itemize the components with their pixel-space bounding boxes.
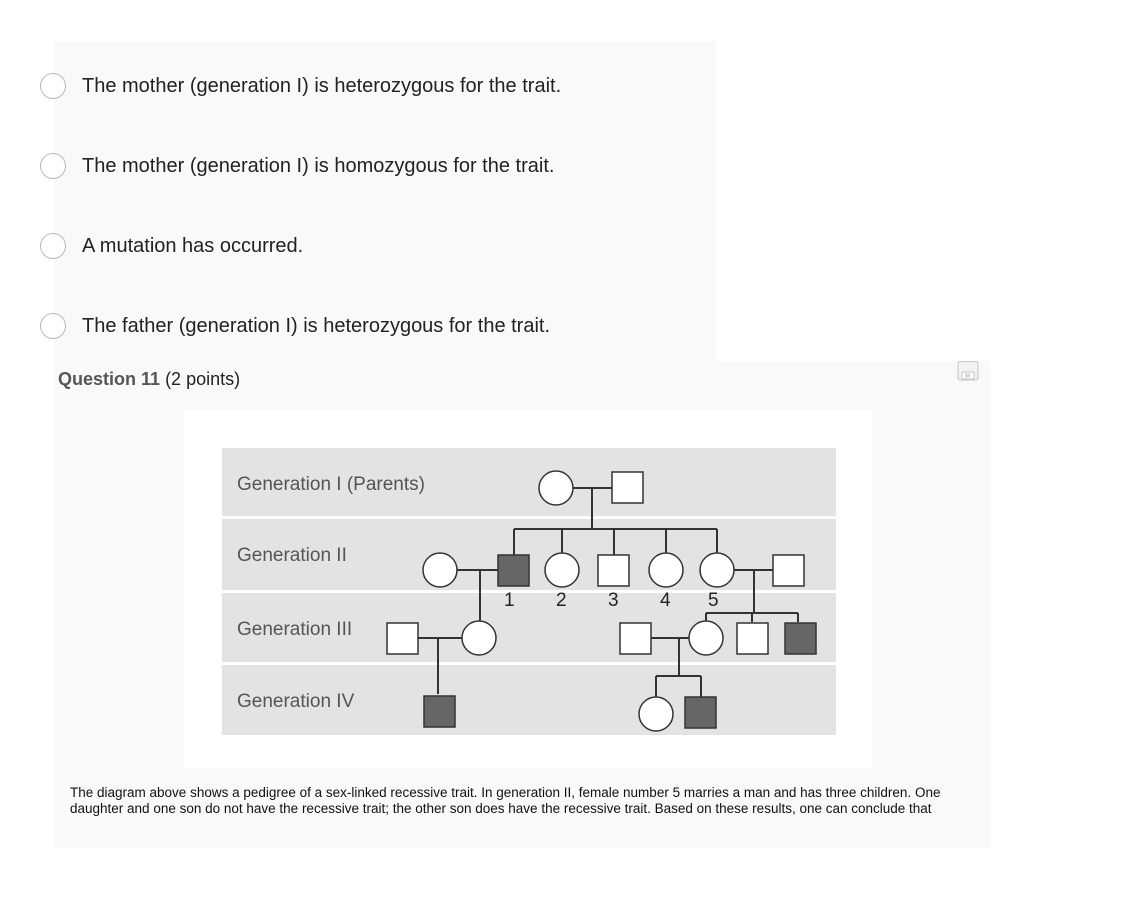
male-symbol xyxy=(597,554,630,587)
option-label: The mother (generation I) is homozygous … xyxy=(82,155,555,177)
affected-male-symbol xyxy=(684,696,717,729)
answer-option[interactable]: The mother (generation I) is homozygous … xyxy=(40,151,716,191)
female-symbol xyxy=(699,552,735,588)
answer-options-panel: The mother (generation I) is heterozygou… xyxy=(40,41,716,361)
affected-male-symbol xyxy=(423,695,456,728)
answer-option[interactable]: The mother (generation I) is heterozygou… xyxy=(40,71,716,111)
question-panel: Question 11 (2 points) Generation I (Par… xyxy=(54,361,990,848)
question-points: (2 points) xyxy=(165,369,241,389)
generation-label: Generation IV xyxy=(237,691,355,712)
option-label: The father (generation I) is heterozygou… xyxy=(82,315,551,337)
question-header: Question 11 (2 points) xyxy=(58,369,240,390)
radio-button[interactable] xyxy=(40,153,66,179)
female-symbol xyxy=(648,552,684,588)
question-number: Question 11 xyxy=(58,369,161,389)
generation-band xyxy=(222,448,836,516)
affected-male-symbol xyxy=(497,554,530,587)
answer-option[interactable]: The father (generation I) is heterozygou… xyxy=(40,311,716,351)
pedigree-symbols xyxy=(386,470,817,732)
individual-number: 3 xyxy=(608,590,619,611)
radio-button[interactable] xyxy=(40,73,66,99)
generation-label: Generation III xyxy=(237,619,352,640)
save-icon[interactable] xyxy=(957,361,979,381)
male-symbol xyxy=(619,622,652,655)
generation-label: Generation II xyxy=(237,545,347,566)
generation-band xyxy=(222,665,836,735)
question-text: The diagram above shows a pedigree of a … xyxy=(70,785,941,816)
male-symbol xyxy=(736,622,769,655)
female-symbol xyxy=(461,620,497,656)
pedigree-figure: Generation I (Parents) Generation II Gen… xyxy=(184,410,872,768)
answer-option[interactable]: A mutation has occurred. xyxy=(40,231,716,271)
option-label: A mutation has occurred. xyxy=(82,235,304,257)
female-symbol xyxy=(422,552,458,588)
male-symbol xyxy=(386,622,419,655)
affected-male-symbol xyxy=(784,622,817,655)
female-symbol xyxy=(638,696,674,732)
generation-band xyxy=(222,593,836,662)
female-symbol xyxy=(538,470,574,506)
individual-number: 4 xyxy=(660,590,671,611)
individual-number: 2 xyxy=(556,590,567,611)
radio-button[interactable] xyxy=(40,233,66,259)
pedigree-chart: Generation I (Parents) Generation II Gen… xyxy=(222,448,836,735)
male-symbol xyxy=(772,554,805,587)
individual-number: 5 xyxy=(708,590,719,611)
male-symbol xyxy=(611,471,644,504)
individual-number: 1 xyxy=(504,590,515,611)
radio-button[interactable] xyxy=(40,313,66,339)
pedigree-lines xyxy=(418,487,799,697)
generation-label: Generation I (Parents) xyxy=(237,474,425,495)
female-symbol xyxy=(688,620,724,656)
option-label: The mother (generation I) is heterozygou… xyxy=(82,75,562,97)
female-symbol xyxy=(544,552,580,588)
